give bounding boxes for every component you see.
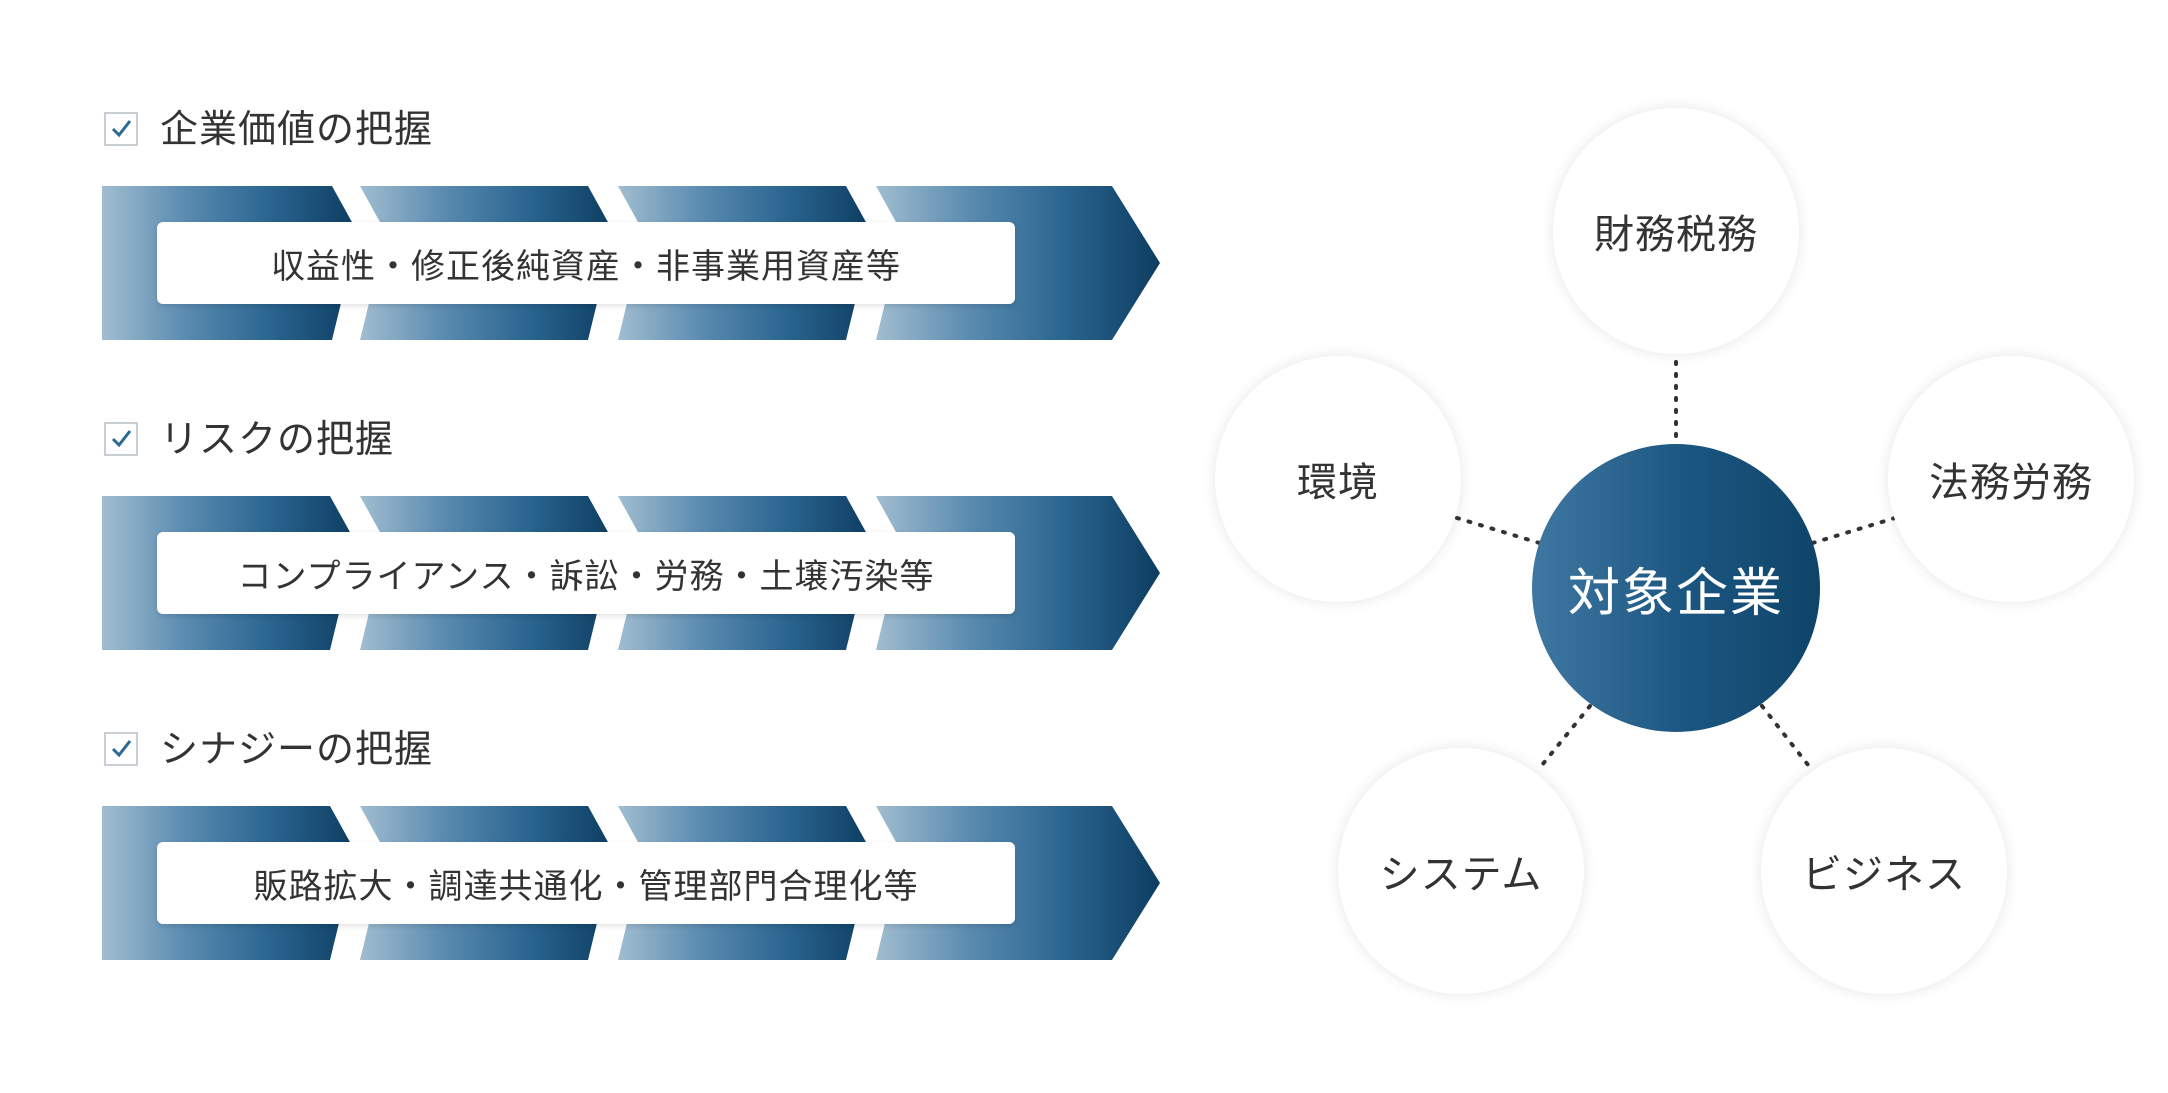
checkbox-checked-icon: [104, 422, 138, 456]
node-legal-labor: 法務労務: [1888, 356, 2134, 602]
node-system: システム: [1338, 748, 1584, 994]
row-content-box: 販路拡大・調達共通化・管理部門合理化等: [157, 842, 1015, 924]
node-business: ビジネス: [1761, 748, 2007, 994]
connector-bottom-right: [1760, 704, 1814, 772]
row-heading: シナジーの把握: [160, 727, 434, 771]
row-heading: リスクの把握: [160, 417, 395, 461]
connector-left: [1455, 516, 1548, 547]
row-heading: 企業価値の把握: [160, 107, 434, 151]
checkbox-checked-icon: [104, 112, 138, 146]
row-content-box: コンプライアンス・訴訟・労務・土壌汚染等: [157, 532, 1015, 614]
node-finance-tax: 財務税務: [1553, 108, 1799, 354]
connector-bottom-left: [1536, 704, 1592, 772]
row-content-box: 収益性・修正後純資産・非事業用資産等: [157, 222, 1015, 304]
node-environment: 環境: [1215, 356, 1461, 602]
connector-right: [1804, 516, 1897, 547]
checkbox-checked-icon: [104, 732, 138, 766]
center-target-company: 対象企業: [1532, 444, 1820, 732]
